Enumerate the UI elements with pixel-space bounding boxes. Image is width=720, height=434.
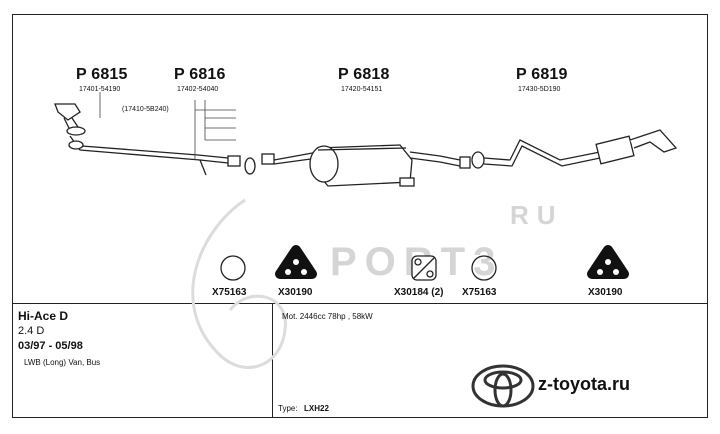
mount-caption-2: X30190 <box>278 287 313 298</box>
diagram-frame <box>12 14 708 418</box>
part-code-p6816: P 6816 <box>174 66 226 83</box>
rubber-mount-icon <box>587 245 629 279</box>
part-number-p6816: 17402-54040 <box>177 86 219 93</box>
part-number-p6819: 17430-5D190 <box>518 86 561 93</box>
leader-lines <box>99 92 236 160</box>
mount-caption-3: X30184 (2) <box>394 287 444 298</box>
centre-silencer-p6818 <box>309 144 471 187</box>
info-column-divider <box>272 303 273 418</box>
info-divider <box>12 303 708 304</box>
type-value: LXH22 <box>304 404 329 413</box>
part-code-p6819: P 6819 <box>516 66 568 83</box>
watermark-ru: RU <box>510 200 564 230</box>
intermediate-pipe-p6816 <box>244 151 319 175</box>
watermark-swirl <box>191 198 287 369</box>
toyota-logo-icon <box>471 364 535 408</box>
vehicle-years: 03/97 - 05/98 <box>18 340 83 352</box>
part-number-alt-p6815: (17410-5B240) <box>122 106 169 113</box>
motor-spec: Mot. 2446cc 78hp , 58kW <box>282 312 373 321</box>
mount-caption-1: X75163 <box>212 287 247 298</box>
type-label: Type: <box>278 404 298 413</box>
part-number-p6815: 17401-54190 <box>79 86 121 93</box>
rear-silencer-p6819 <box>471 129 678 169</box>
mount-ring-icon <box>471 255 497 281</box>
part-number-p6818: 17420-54151 <box>341 86 383 93</box>
vehicle-engine: 2.4 D <box>18 325 45 337</box>
vehicle-body: LWB (Long) Van, Bus <box>24 358 101 367</box>
brand-site: z-toyota.ru <box>538 374 630 394</box>
mount-caption-5: X30190 <box>588 287 623 298</box>
mount-caption-4: X75163 <box>462 287 497 298</box>
front-pipe-p6815 <box>54 103 241 176</box>
part-code-p6815: P 6815 <box>76 66 128 83</box>
part-code-p6818: P 6818 <box>338 66 390 83</box>
rubber-mount-icon <box>275 245 317 279</box>
vehicle-model: Hi-Ace D <box>18 309 69 323</box>
hanger-mount-icon <box>411 255 437 281</box>
mount-ring-icon <box>220 255 246 281</box>
